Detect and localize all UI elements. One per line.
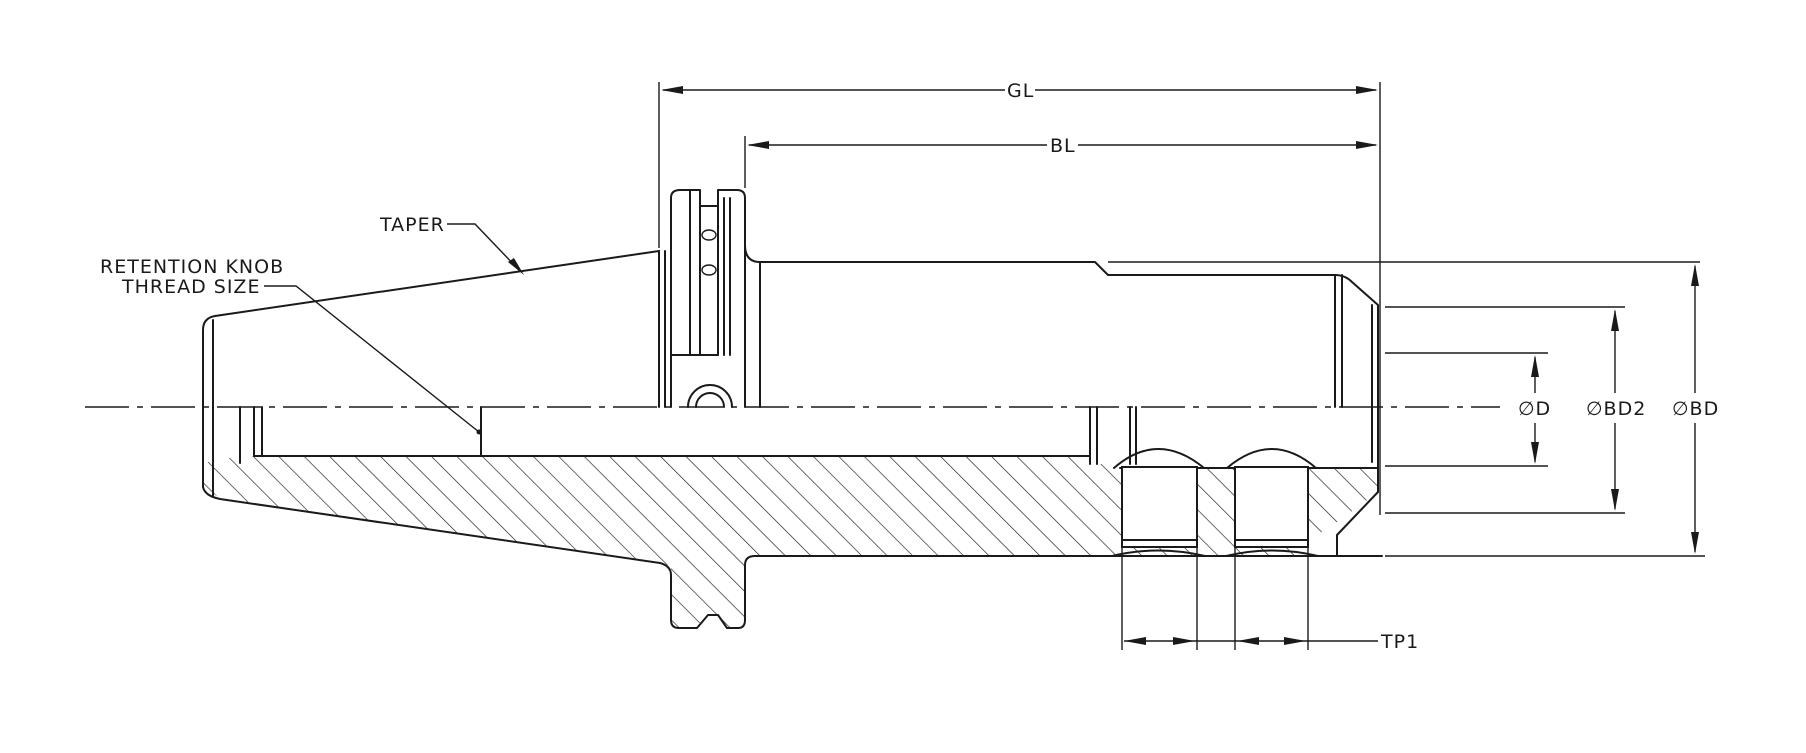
- dimension-bd2: [1385, 306, 1625, 514]
- gl-label: GL: [1007, 80, 1034, 102]
- taper-leader: [447, 223, 524, 275]
- tp1-label: TP1: [1380, 631, 1419, 653]
- dimension-bl: [744, 136, 1378, 188]
- dia-bd2-label: ∅BD2: [1586, 398, 1646, 420]
- section-hatch: [203, 456, 1380, 628]
- dimension-gl: [658, 82, 1381, 515]
- dimension-d: [1385, 352, 1548, 467]
- bl-label: BL: [1050, 135, 1076, 157]
- holder-outline: [202, 189, 1700, 629]
- dia-bd-label: ∅BD: [1672, 398, 1719, 420]
- retention-knob-leader: [264, 285, 482, 435]
- dimension-tp1: [1121, 548, 1378, 650]
- retention-knob-label: RETENTION KNOB: [100, 256, 284, 278]
- side-lock-screws: [1111, 448, 1319, 557]
- dia-d-label: ∅D: [1518, 398, 1551, 420]
- thread-size-label: THREAD SIZE: [121, 276, 260, 298]
- taper-label: TAPER: [379, 214, 445, 236]
- dimension-bd: [1385, 264, 1705, 557]
